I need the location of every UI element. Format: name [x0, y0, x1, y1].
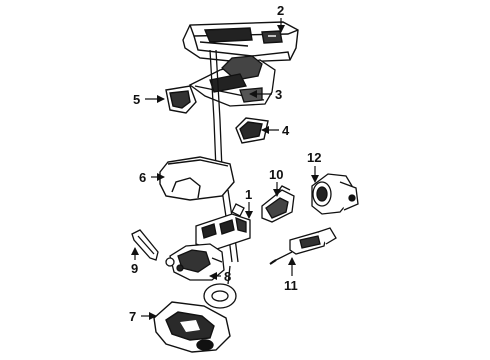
- leader-lines: [131, 18, 319, 320]
- callout-1: 1: [245, 187, 252, 202]
- callout-4: 4: [282, 123, 290, 138]
- callout-3: 3: [275, 87, 282, 102]
- part-3-bracket: [188, 55, 276, 107]
- part-9-clip: [131, 229, 159, 261]
- part-1-lock-plate: [195, 203, 251, 251]
- callout-9: 9: [131, 261, 138, 276]
- part-8-housing: [165, 243, 225, 281]
- part-4-switch-cover: [235, 117, 269, 144]
- callout-2: 2: [277, 3, 284, 18]
- callout-8: 8: [224, 269, 231, 284]
- callout-5: 5: [133, 92, 140, 107]
- part-12-lock-cylinder: [311, 173, 359, 215]
- callout-11: 11: [284, 278, 298, 293]
- part-10-actuator: [261, 185, 295, 223]
- part-2-upper-shroud: [182, 21, 299, 63]
- callout-6: 6: [139, 170, 146, 185]
- callout-7: 7: [129, 309, 136, 324]
- part-6-lower-shroud: [159, 156, 235, 201]
- part-11-rod-switch: [269, 227, 337, 265]
- part-5-bezel: [165, 85, 197, 114]
- part-7-lower-housing: [153, 301, 231, 353]
- callout-10: 10: [269, 167, 283, 182]
- bearing-disc: [203, 265, 237, 309]
- callout-12: 12: [307, 150, 321, 165]
